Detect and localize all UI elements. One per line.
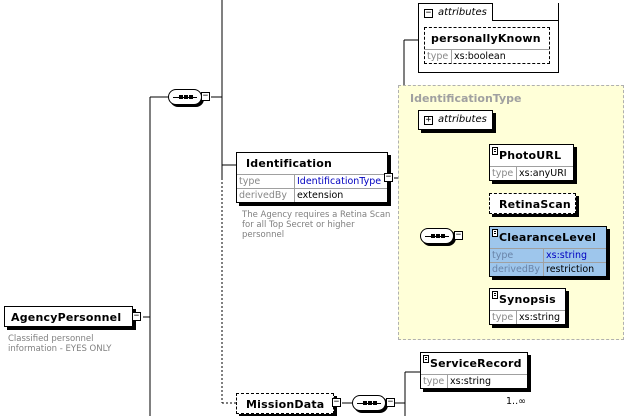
element-name: RetinaScan (499, 198, 571, 211)
type-key: type (239, 176, 261, 187)
documentation-icon (492, 291, 498, 299)
identification-element[interactable]: Identification type IdentificationType d… (236, 152, 388, 203)
attributes-label: attributes (438, 114, 487, 125)
agency-annotation: Classified personnel information - EYES … (8, 334, 112, 354)
type-value: xs:string (546, 250, 588, 261)
element-name: Identification (246, 157, 333, 170)
documentation-icon (492, 147, 498, 155)
type-value: xs:string (519, 312, 561, 323)
personally-known-attribute[interactable]: personallyKnown type xs:boolean (424, 27, 550, 64)
attributes-top-tab: − attributes (418, 3, 493, 21)
sequence-compositor-icon[interactable] (168, 89, 202, 105)
cardinality-label: 1..∞ (506, 396, 526, 407)
identification-type-attributes[interactable]: + attributes (418, 110, 493, 130)
element-name: Synopsis (499, 293, 556, 306)
type-key: type (427, 51, 449, 62)
element-name: MissionData (246, 398, 325, 411)
type-key: type (423, 376, 445, 387)
type-value: xs:boolean (454, 51, 506, 62)
type-value: xs:string (450, 376, 492, 387)
derived-value: extension (297, 190, 344, 201)
sequence-compositor-icon[interactable] (352, 395, 386, 411)
sequence-compositor-icon[interactable] (420, 228, 454, 244)
type-value: xs:anyURI (519, 168, 567, 179)
expand-toggle-icon[interactable]: + (424, 115, 433, 125)
identification-annotation: The Agency requires a Retina Scan for al… (242, 210, 391, 240)
derived-key: derivedBy (239, 190, 288, 201)
documentation-icon (423, 355, 429, 363)
element-name: AgencyPersonnel (11, 311, 122, 324)
documentation-icon (492, 229, 498, 237)
clearance-level-element[interactable]: ClearanceLevel type xs:string derivedBy … (489, 226, 607, 277)
derived-value: restriction (546, 264, 595, 275)
type-key: type (492, 168, 514, 179)
collapse-toggle-icon[interactable]: − (132, 311, 141, 321)
synopsis-element[interactable]: Synopsis type xs:string (489, 288, 566, 325)
element-name: ClearanceLevel (499, 231, 597, 244)
retina-scan-element[interactable]: RetinaScan (489, 193, 576, 214)
attributes-top-group (418, 3, 559, 73)
service-record-element[interactable]: ServiceRecord type xs:string (420, 352, 528, 389)
type-key: type (492, 250, 514, 261)
identification-type-label: IdentificationType (410, 92, 522, 105)
collapse-toggle-icon[interactable]: − (332, 397, 341, 407)
type-key: type (492, 312, 514, 323)
collapse-toggle-icon[interactable]: − (201, 91, 210, 101)
type-value-link[interactable]: IdentificationType (297, 176, 382, 187)
agency-personnel-element[interactable]: AgencyPersonnel (4, 306, 133, 327)
element-name: PhotoURL (499, 149, 562, 162)
attributes-top-label: attributes (438, 7, 487, 18)
element-name: ServiceRecord (430, 357, 522, 370)
collapse-toggle-icon[interactable]: − (386, 397, 395, 407)
collapse-toggle-icon[interactable]: − (454, 230, 463, 240)
attribute-name: personallyKnown (431, 32, 541, 45)
collapse-toggle-icon[interactable]: − (384, 172, 393, 182)
derived-key: derivedBy (492, 264, 541, 275)
collapse-toggle-icon[interactable]: − (424, 8, 433, 18)
mission-data-element[interactable]: MissionData (236, 393, 334, 414)
photo-url-element[interactable]: PhotoURL type xs:anyURI (489, 144, 574, 181)
